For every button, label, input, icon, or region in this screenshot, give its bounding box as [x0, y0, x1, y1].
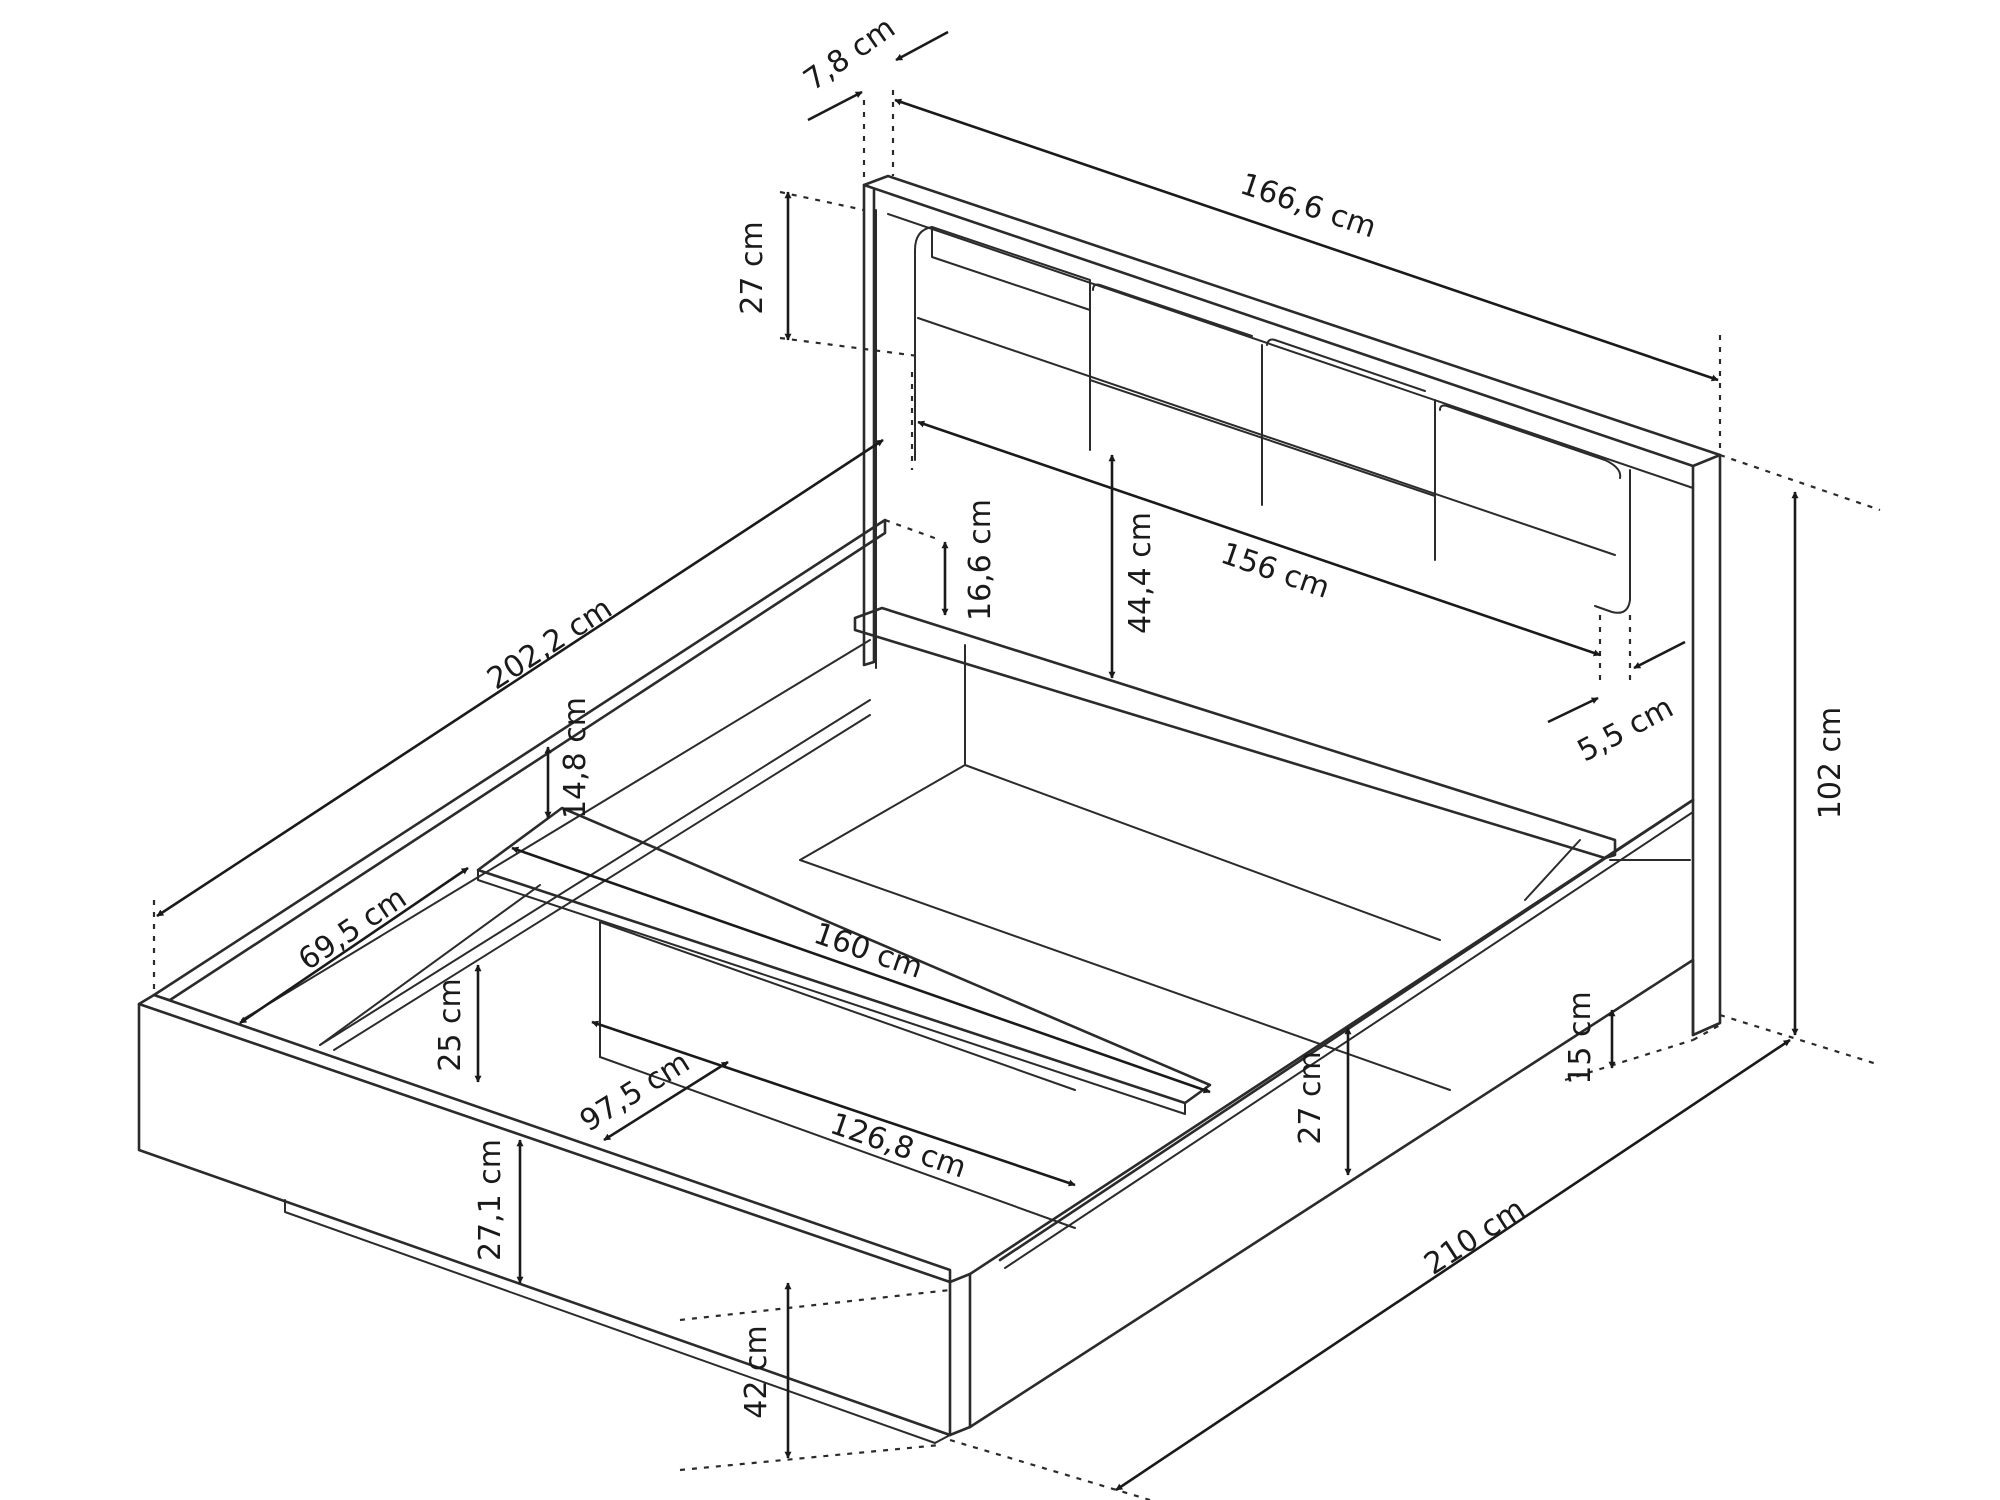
label-headboard-width: 166,6 cm: [1236, 167, 1381, 246]
label-rail-gap: 14,8 cm: [558, 697, 593, 819]
label-headboard-depth: 7,8 cm: [797, 10, 901, 98]
label-storage-height: 25 cm: [433, 978, 468, 1071]
label-inner-headboard-width: 156 cm: [1216, 536, 1334, 606]
dimension-arrows: [156, 30, 1799, 1492]
label-headboard-clearance: 15 cm: [1563, 991, 1598, 1084]
extension-lines: [152, 90, 1881, 1500]
label-headboard-top-height: 27 cm: [735, 221, 770, 314]
headboard-shelf: [853, 606, 1617, 860]
label-total-height: 102 cm: [1813, 707, 1848, 820]
label-compartment-length: 126,8 cm: [826, 1106, 971, 1185]
label-panel-height: 44,4 cm: [1123, 512, 1158, 634]
label-total-width: 210 cm: [1418, 1192, 1531, 1283]
label-frame-height-front: 27,1 cm: [473, 1139, 508, 1261]
label-compartment-width: 97,5 cm: [574, 1045, 696, 1139]
label-total-length: 202,2 cm: [481, 591, 618, 697]
label-shelf-height: 16,6 cm: [963, 499, 998, 621]
label-mattress-width: 160 cm: [809, 916, 927, 986]
label-storage-depth: 69,5 cm: [292, 880, 413, 977]
label-frame-height-side: 27 cm: [1293, 1051, 1328, 1144]
label-bed-height: 42 cm: [739, 1325, 774, 1418]
